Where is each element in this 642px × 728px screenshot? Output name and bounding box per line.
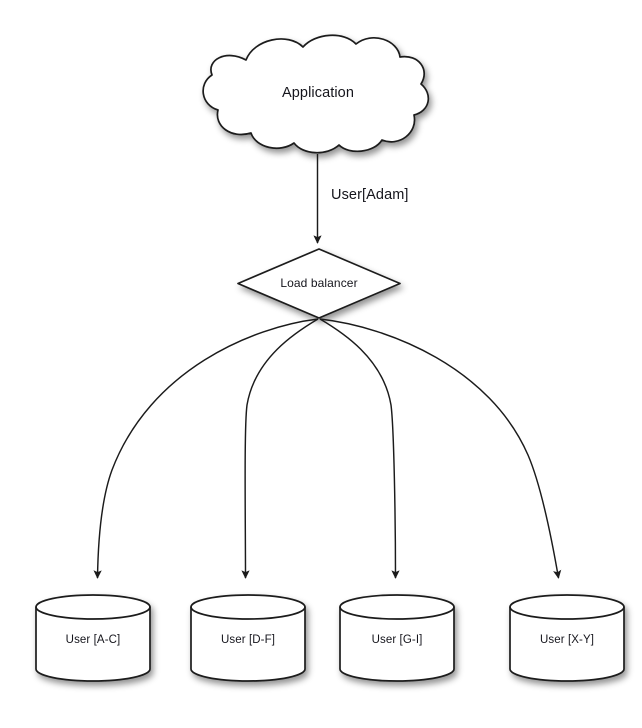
cylinder-label-user-g-i: User [G-I]: [371, 634, 423, 646]
cloud-label-application: Application: [281, 85, 355, 101]
diamond-label-load-balancer: Load balancer: [280, 276, 358, 290]
cloud-node-application[interactable]: [202, 34, 430, 154]
diamond-node-load-balancer[interactable]: [237, 248, 401, 319]
cylinder-node-user-a-c[interactable]: [35, 594, 151, 682]
cylinder-label-user-x-y: User [X-Y]: [539, 634, 595, 646]
edge-label-user-adam: User[Adam]: [331, 187, 409, 203]
cylinder-node-user-x-y[interactable]: [509, 594, 625, 682]
cylinder-node-user-g-i[interactable]: [339, 594, 455, 682]
cylinder-label-user-a-c: User [A-C]: [65, 634, 121, 646]
cylinder-label-user-d-f: User [D-F]: [220, 634, 276, 646]
cylinder-node-user-d-f[interactable]: [190, 594, 306, 682]
edge-lb-to-db-a-c: [93, 318, 319, 579]
edge-lb-to-db-x-y: [319, 318, 562, 579]
edge-lb-to-db-d-f: [241, 318, 319, 579]
edge-lb-to-db-g-i: [319, 318, 400, 579]
